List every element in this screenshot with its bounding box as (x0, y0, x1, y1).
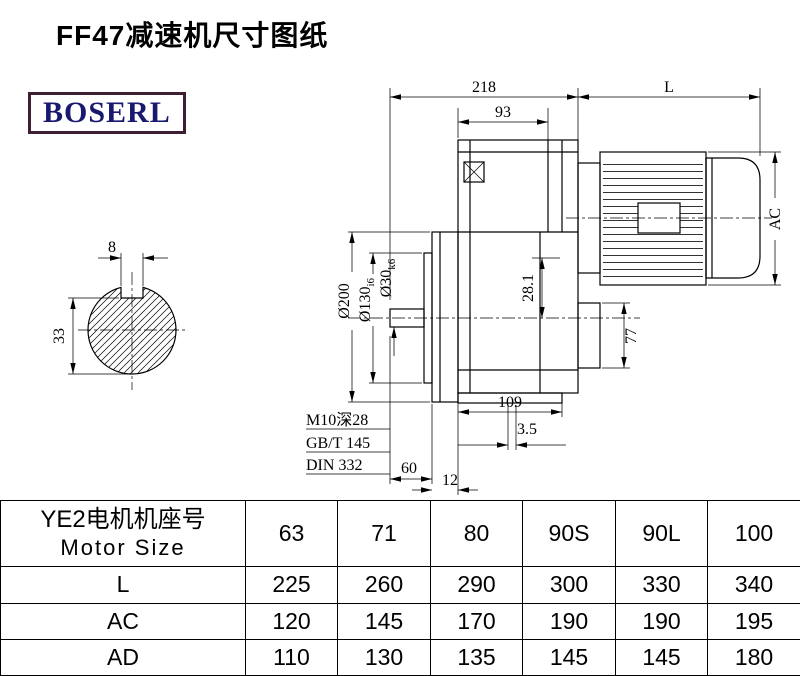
table-row-AC: AC 120 145 170 190 190 195 (0, 602, 800, 640)
header-en-text: Motor Size (60, 535, 186, 561)
plug-detail (463, 161, 485, 183)
side-hub (577, 302, 601, 369)
value-cell: 170 (430, 602, 523, 640)
fan-cover (705, 157, 761, 279)
section-dim-8-label: 8 (108, 239, 116, 256)
size-cell: 90L (615, 499, 708, 568)
dim-AC-label: AC (767, 208, 784, 230)
dimension-lines (306, 88, 781, 495)
size-cell: 100 (707, 499, 800, 568)
dim-93-label: 93 (495, 104, 511, 121)
dim-d200-label: Ø200 (336, 283, 353, 319)
value-cell: 260 (337, 566, 431, 604)
value-cell: 190 (615, 602, 708, 640)
dimension-labels: 218 L 93 AC 28.1 Ø200 Ø130i6 Ø30k6 77 10… (306, 79, 784, 489)
dim-28-1-label: 28.1 (520, 274, 537, 302)
table-row-AD: AD 110 130 135 145 145 180 (0, 638, 800, 676)
value-cell: 145 (615, 638, 708, 676)
dim-60-label: 60 (401, 460, 417, 477)
row-label-cell: AD (0, 638, 246, 676)
dim-d30-label: Ø30k6 (378, 258, 398, 297)
value-cell: 130 (337, 638, 431, 676)
value-cell: 110 (245, 638, 338, 676)
value-cell: 145 (337, 602, 431, 640)
section-dim-33-label: 33 (51, 328, 68, 344)
value-cell: 190 (522, 602, 616, 640)
value-cell: 120 (245, 602, 338, 640)
reducer-outline (389, 139, 601, 404)
value-cell: 300 (522, 566, 616, 604)
dim-218-label: 218 (472, 79, 496, 96)
motor-size-table: YE2电机机座号 Motor Size 63 71 80 90S 90L 100… (0, 499, 800, 676)
note-din-label: DIN 332 (306, 457, 362, 474)
value-cell: 340 (707, 566, 800, 604)
value-cell: 330 (615, 566, 708, 604)
dim-109-label: 109 (498, 394, 522, 411)
dim-d130-label: Ø130i6 (357, 277, 377, 322)
note-gb-label: GB/T 145 (306, 435, 370, 452)
row-label-cell: L (0, 566, 246, 604)
shaft-section-view: 8 33 (51, 239, 188, 390)
value-cell: 225 (245, 566, 338, 604)
keyway-cutout (121, 276, 143, 298)
size-cell: 90S (522, 499, 616, 568)
header-cn-text: YE2电机机座号 (40, 506, 206, 534)
value-cell: 195 (707, 602, 800, 640)
size-cell: 71 (337, 499, 431, 568)
dim-L-label: L (664, 79, 674, 96)
dim-12-label: 12 (442, 472, 458, 489)
header-motor-size-cell: YE2电机机座号 Motor Size (0, 499, 246, 568)
row-label-cell: AC (0, 602, 246, 640)
output-flange (431, 231, 459, 403)
dim-3-5-label: 3.5 (517, 421, 537, 438)
size-cell: 80 (430, 499, 523, 568)
value-cell: 135 (430, 638, 523, 676)
page-title: FF47减速机尺寸图纸 (56, 20, 329, 51)
dimension-drawing: 8 33 (51, 79, 784, 495)
value-cell: 180 (707, 638, 800, 676)
size-cell: 63 (245, 499, 338, 568)
note-thread-label: M10深28 (306, 411, 368, 429)
brand-logo: BOSERL (28, 92, 186, 134)
center-lines (348, 217, 772, 319)
dim-77-label: 77 (623, 328, 640, 344)
table-row-L: L 225 260 290 300 330 340 (0, 566, 800, 604)
table-header-row: YE2电机机座号 Motor Size 63 71 80 90S 90L 100 (0, 499, 800, 568)
motor-outline (577, 151, 761, 286)
value-cell: 145 (522, 638, 616, 676)
value-cell: 290 (430, 566, 523, 604)
